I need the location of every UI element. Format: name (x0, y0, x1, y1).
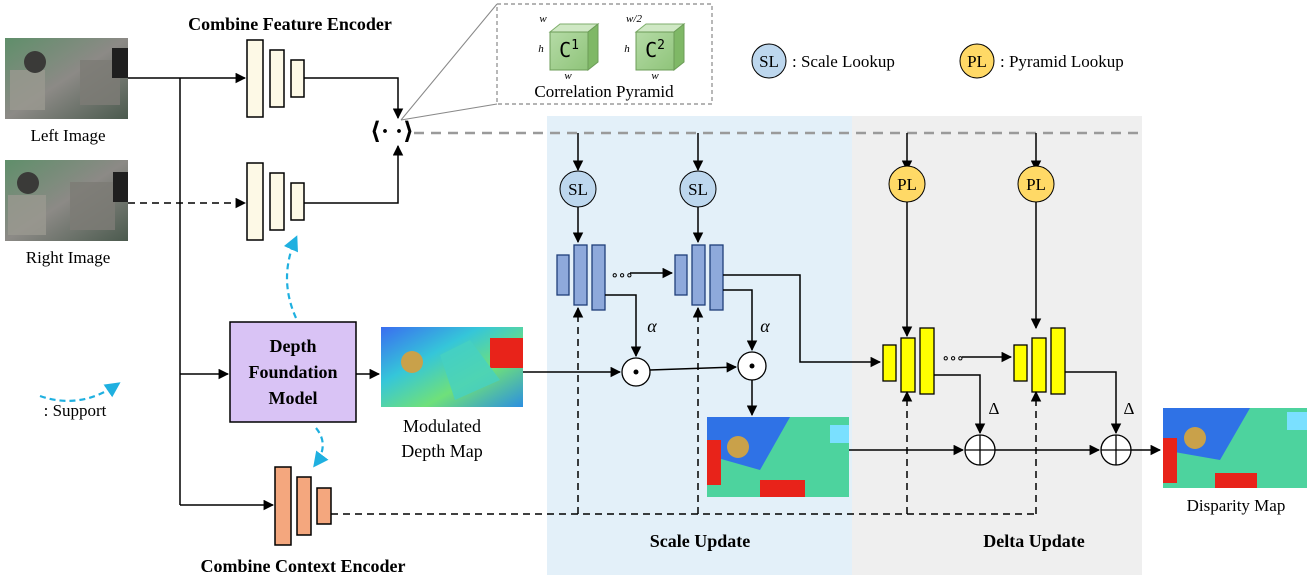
scale-update-title: Scale Update (650, 531, 751, 551)
context-encoder (274, 466, 332, 546)
pl1-label: PL (897, 175, 917, 194)
update-flow-lines (523, 267, 1162, 456)
callout-line-top (400, 3, 498, 121)
scale-gru-1 (556, 244, 606, 311)
scale-gru-dots: ∘∘∘ (611, 268, 633, 284)
add-node-1 (964, 434, 996, 466)
foundation-line1: Depth (269, 336, 316, 356)
input-connections (128, 72, 404, 511)
sl-legend-icon (751, 43, 787, 79)
cv1-h: h (538, 43, 544, 55)
add-node-2 (1100, 434, 1132, 466)
lookup-out-arrows (572, 202, 1042, 338)
sl-legend-text: : Scale Lookup (792, 52, 895, 71)
modulated-depth-map (381, 327, 523, 407)
cv1-bottom: w (564, 70, 572, 82)
pl-legend-text: : Pyramid Lookup (1000, 52, 1124, 71)
context-feed-lines (331, 306, 1042, 515)
correlation-volume-2 (634, 22, 686, 72)
delta-gru-1 (882, 327, 935, 395)
pl-legend-icon (959, 43, 995, 79)
disparity-map-label: Disparity Map (1187, 496, 1286, 515)
callout-line-bottom (400, 103, 498, 121)
support-arrow-to-encoder (283, 235, 298, 319)
sl2-label: SL (688, 180, 708, 199)
support-arrow-to-context (313, 427, 329, 468)
multiply-node-2-dot (749, 363, 755, 369)
pl-legend-abbr: PL (967, 52, 987, 71)
right-image-label: Right Image (26, 248, 111, 267)
cv2-label: C2 (645, 38, 665, 62)
alpha-2: α (760, 316, 770, 336)
delta-gru-dots: ∘∘∘ (942, 351, 964, 367)
delta-update-title: Delta Update (983, 531, 1085, 551)
foundation-line3: Model (269, 388, 318, 408)
left-image-label: Left Image (30, 126, 105, 145)
alpha-1: α (647, 316, 657, 336)
cv2-bottom: w (651, 70, 659, 82)
correlation-operator: ⟨· ·⟩ (370, 119, 414, 145)
support-legend-arrow (39, 382, 121, 402)
modulated-label-1: Modulated (403, 416, 481, 436)
scaled-depth-map (707, 417, 849, 497)
disparity-map (1163, 408, 1307, 488)
scale-gru-2 (674, 244, 724, 311)
support-legend-text: : Support (44, 401, 107, 420)
delta-1: Δ (989, 399, 1000, 418)
modulated-label-2: Depth Map (401, 441, 482, 461)
sl1-label: SL (568, 180, 588, 199)
pl2-label: PL (1026, 175, 1046, 194)
feature-encoder-title: Combine Feature Encoder (188, 14, 392, 34)
cv2-h: h (624, 43, 630, 55)
delta-2: Δ (1124, 399, 1135, 418)
cv1-label: C1 (559, 38, 579, 62)
right-image (5, 160, 128, 241)
lookup-feed-arrows (572, 133, 1042, 172)
context-encoder-title: Combine Context Encoder (201, 556, 406, 576)
correlation-caption: Correlation Pyramid (534, 82, 674, 101)
depth-foundation-model (229, 321, 357, 423)
foundation-line2: Foundation (248, 362, 337, 382)
cv2-w: w/2 (626, 13, 642, 25)
delta-gru-2 (1013, 327, 1066, 395)
correlation-volume-1 (548, 22, 600, 72)
sl-legend-abbr: SL (759, 52, 779, 71)
cv1-w: w (539, 13, 547, 25)
feature-encoder-left (246, 39, 305, 118)
multiply-node-1-dot (633, 369, 639, 375)
left-image (5, 38, 128, 119)
feature-encoder-right (246, 162, 305, 241)
